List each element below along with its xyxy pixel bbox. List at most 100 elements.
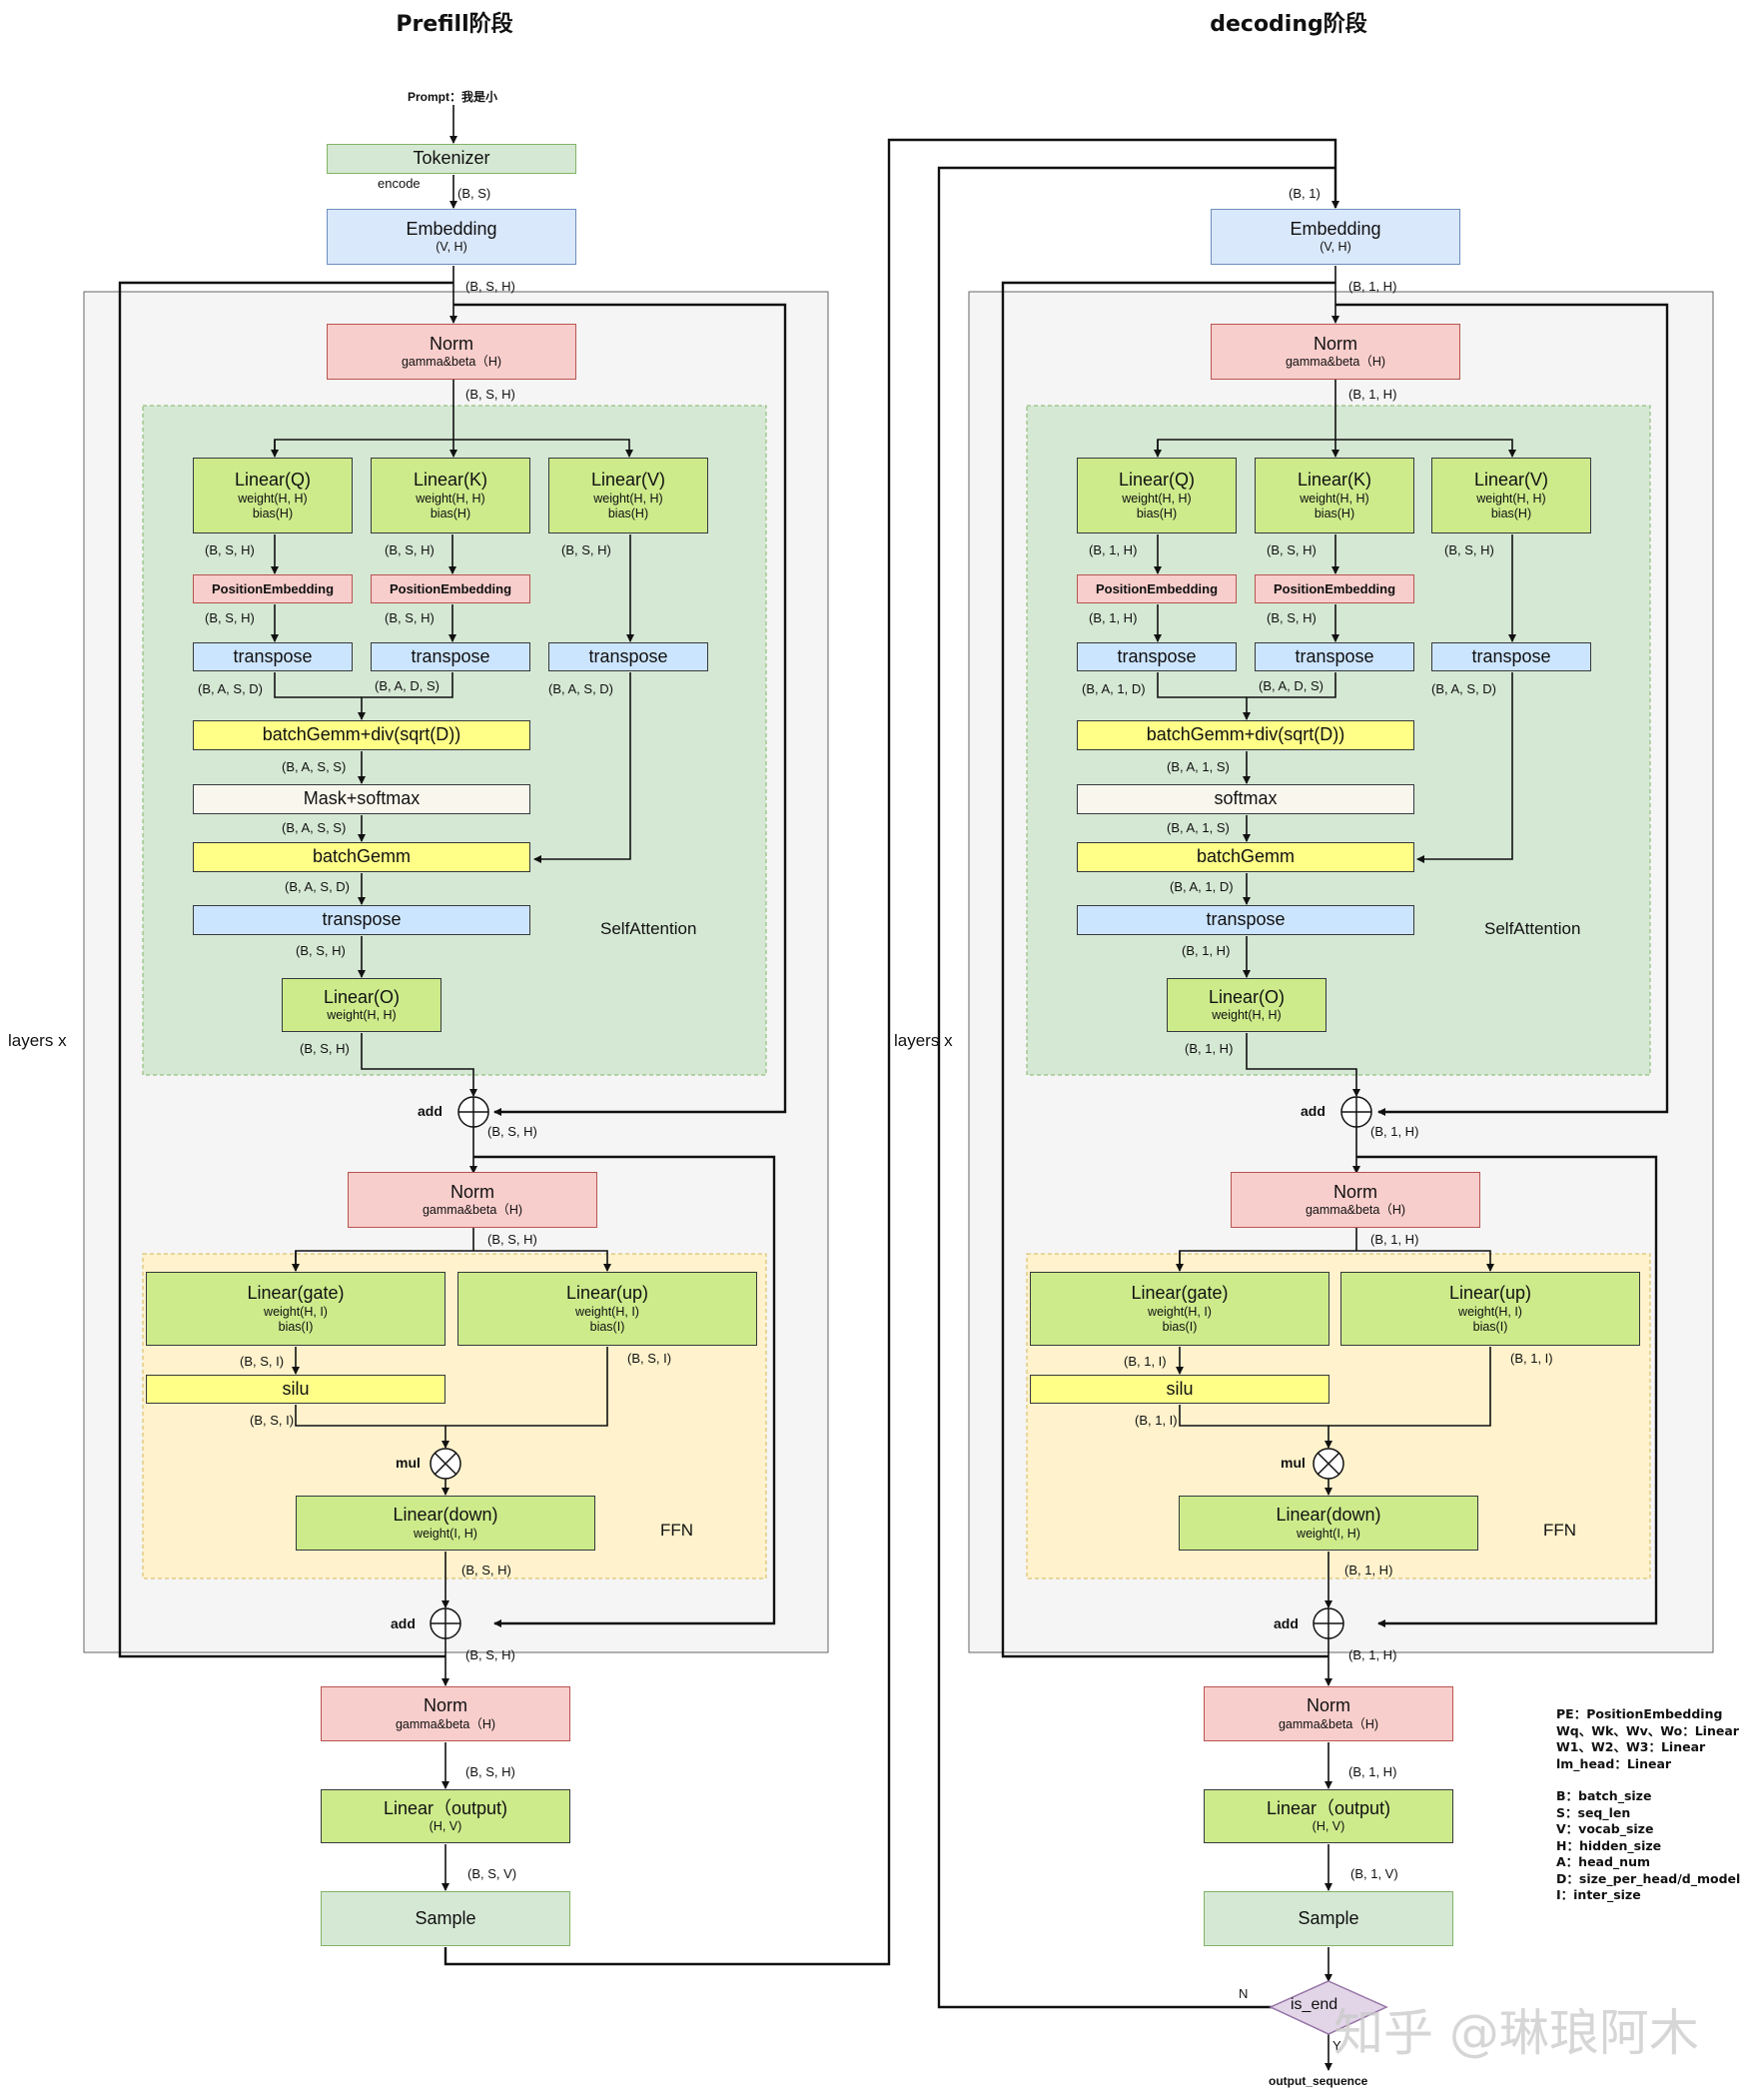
prefill-linear-down-box: Linear(down) weight(I, H): [296, 1496, 595, 1551]
decoding-norm1-box: Norm gamma&beta（H): [1211, 324, 1460, 380]
decoding-layers-label: layers x: [894, 1031, 953, 1050]
add-label: add: [1274, 1615, 1299, 1631]
add-symbol-decoding-1: [1340, 1096, 1372, 1128]
prefill-pe-k-box: PositionEmbedding: [371, 574, 530, 603]
add-symbol-decoding-2: [1313, 1607, 1344, 1639]
transpose-label: transpose: [233, 645, 313, 666]
silu-label: silu: [282, 1378, 310, 1399]
linear-gate-weight: weight(H, I): [264, 1304, 328, 1319]
norm-sub: gamma&beta（H): [422, 1203, 523, 1218]
dim-label: (B, A, S, D): [1431, 681, 1497, 696]
dim-label: (B, 1, H): [1370, 1232, 1419, 1247]
decoding-norm2-box: Norm gamma&beta（H): [1231, 1172, 1480, 1228]
dim-label: (B, 1, H): [1185, 1041, 1234, 1056]
decoding-transpose-q-box: transpose: [1077, 642, 1237, 671]
decoding-linear-down-box: Linear(down) weight(I, H): [1179, 1496, 1478, 1551]
linear-gate-bias: bias(I): [1162, 1319, 1198, 1334]
decoding-linear-q-box: Linear(Q) weight(H, H) bias(H): [1077, 458, 1237, 533]
norm-sub: gamma&beta（H): [1278, 1716, 1379, 1731]
decoding-final-norm-box: Norm gamma&beta（H): [1204, 1686, 1453, 1741]
dim-label: (B, A, S, D): [285, 879, 351, 894]
linear-v-bias: bias(H): [1490, 506, 1532, 521]
dim-label: (B, 1, H): [1370, 1124, 1419, 1139]
sample-label: Sample: [1298, 1907, 1359, 1928]
embedding-label: Embedding: [406, 218, 497, 239]
linear-k-bias: bias(H): [1314, 506, 1355, 521]
legend-item: B：batch_size: [1556, 1788, 1652, 1803]
watermark: 知乎 @琳琅阿木: [1333, 2004, 1699, 2062]
linear-output-label: Linear（output): [1266, 1797, 1391, 1818]
dim-label: (B, A, D, S): [375, 678, 441, 693]
decoding-silu-box: silu: [1030, 1375, 1329, 1404]
yes-branch-label: Y: [1332, 2038, 1341, 2053]
linear-up-label: Linear(up): [565, 1283, 649, 1304]
dim-label: (B, S, H): [385, 610, 435, 625]
linear-gate-label: Linear(gate): [1131, 1283, 1229, 1304]
legend: PE：PositionEmbedding Wq、Wk、Wv、Wo：Linear …: [1556, 1706, 1740, 1904]
mask-softmax-label: Mask+softmax: [303, 788, 421, 809]
decoding-linear-up-box: Linear(up) weight(H, I) bias(I): [1340, 1272, 1640, 1346]
silu-label: silu: [1166, 1378, 1194, 1399]
dim-label: (B, 1, I): [1135, 1413, 1178, 1428]
norm-sub: gamma&beta（H): [401, 355, 502, 370]
decoding-batchgemm-box: batchGemm: [1077, 842, 1414, 872]
dim-label: (B, S, V): [467, 1866, 517, 1881]
dim-label: (B, S, H): [487, 1232, 537, 1247]
prefill-transpose-o-box: transpose: [193, 905, 530, 935]
batchgemm-div-label: batchGemm+div(sqrt(D)): [262, 724, 461, 745]
decoding-transpose-k-box: transpose: [1255, 642, 1414, 671]
linear-q-label: Linear(Q): [234, 470, 312, 491]
batchgemm-div-label: batchGemm+div(sqrt(D)): [1146, 724, 1345, 745]
decoding-batchgemm-div-box: batchGemm+div(sqrt(D)): [1077, 720, 1414, 750]
dim-label: (B, 1, H): [1089, 542, 1138, 557]
dim-label: (B, S, H): [300, 1041, 350, 1056]
dim-label: (B, S, I): [250, 1413, 295, 1428]
prefill-title: Prefill阶段: [396, 12, 513, 37]
legend-item: Wq、Wk、Wv、Wo：Linear: [1556, 1722, 1739, 1738]
dim-label: (B, S, I): [627, 1351, 672, 1366]
dim-label: (B, A, 1, D): [1170, 879, 1234, 894]
norm-label: Norm: [430, 333, 473, 354]
dim-label: (B, 1, H): [1182, 943, 1231, 958]
linear-down-weight: weight(I, H): [1297, 1526, 1360, 1541]
decoding-softmax-box: softmax: [1077, 784, 1414, 814]
dim-label: (B, S, I): [240, 1354, 285, 1369]
prefill-linear-gate-box: Linear(gate) weight(H, I) bias(I): [146, 1272, 445, 1346]
mul-label: mul: [396, 1455, 421, 1471]
linear-k-label: Linear(K): [1297, 470, 1372, 491]
decoding-pe-k-box: PositionEmbedding: [1255, 574, 1414, 603]
linear-gate-bias: bias(I): [278, 1319, 314, 1334]
softmax-label: softmax: [1214, 788, 1278, 809]
dim-label: (B, 1, H): [1348, 1764, 1397, 1779]
pe-label: PositionEmbedding: [1095, 580, 1219, 596]
dim-label: (B, 1, I): [1124, 1354, 1167, 1369]
no-branch-label: N: [1239, 1986, 1249, 2001]
linear-output-weight: (H, V): [429, 1819, 462, 1834]
decoding-transpose-o-box: transpose: [1077, 905, 1414, 935]
dim-label: (B, S, H): [205, 610, 255, 625]
prefill-sample-box: Sample: [321, 1891, 570, 1946]
linear-k-weight: weight(H, H): [416, 491, 485, 506]
dim-label: (B, 1): [1289, 186, 1321, 201]
linear-v-weight: weight(H, H): [593, 491, 663, 506]
pe-label: PositionEmbedding: [1273, 580, 1396, 596]
prefill-linear-q-box: Linear(Q) weight(H, H) bias(H): [193, 458, 353, 533]
decoding-linear-v-box: Linear(V) weight(H, H) bias(H): [1431, 458, 1591, 533]
tokenizer-label: Tokenizer: [413, 148, 490, 169]
dim-label: (B, S): [457, 186, 491, 201]
linear-k-bias: bias(H): [430, 506, 471, 521]
prefill-transpose-v-box: transpose: [548, 642, 708, 671]
legend-item: H：hidden_size: [1556, 1837, 1662, 1853]
decoding-linear-o-box: Linear(O) weight(H, H): [1167, 978, 1326, 1032]
dim-label: (B, 1, I): [1510, 1351, 1553, 1366]
prefill-linear-up-box: Linear(up) weight(H, I) bias(I): [457, 1272, 757, 1346]
prefill-ffn-label: FFN: [660, 1521, 694, 1540]
norm-label: Norm: [450, 1181, 494, 1202]
decoding-linear-gate-box: Linear(gate) weight(H, I) bias(I): [1030, 1272, 1329, 1346]
linear-up-weight: weight(H, I): [575, 1304, 639, 1319]
dim-label: (B, S, H): [561, 542, 611, 557]
dim-label: (B, S, H): [1444, 542, 1494, 557]
sample-label: Sample: [415, 1907, 476, 1928]
dim-label: (B, A, D, S): [1259, 678, 1324, 693]
dim-label: (B, A, 1, S): [1167, 820, 1230, 835]
